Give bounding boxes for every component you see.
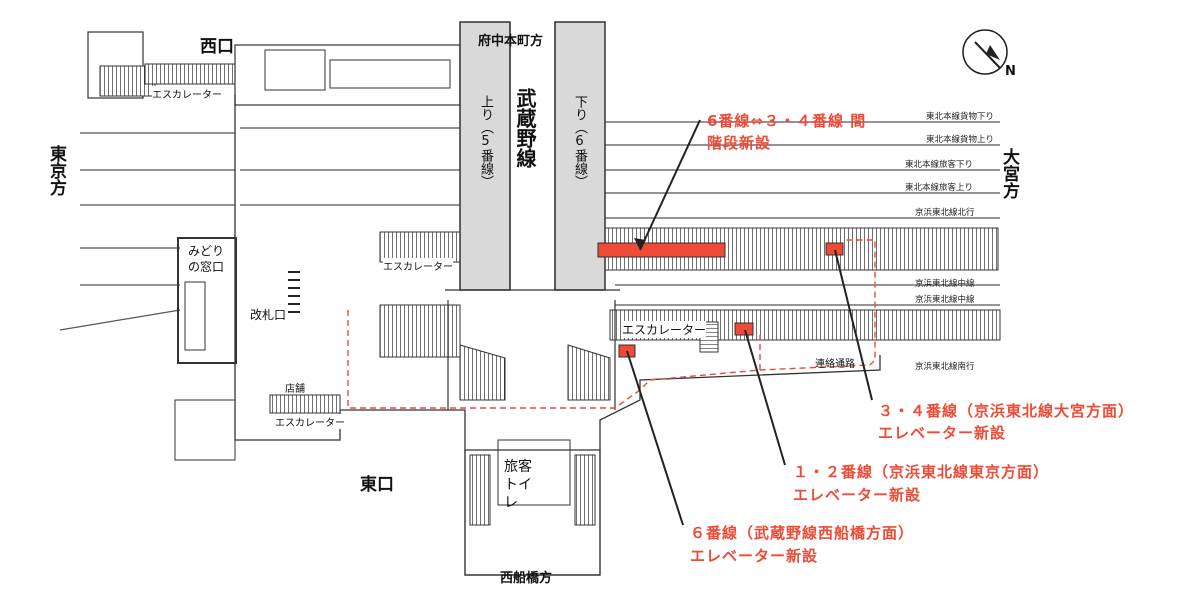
compass — [962, 29, 1008, 75]
fuchu-direction-label: 府中本町方 — [478, 34, 544, 49]
musashino-line-label: 武蔵野線 — [513, 88, 537, 168]
escalator-label-2: エスカレーター — [383, 258, 453, 273]
elevator-12-annotation-line1: １・２番線（京浜東北線東京方面） — [793, 463, 1050, 481]
escalator-label-1: エスカレーター — [152, 86, 222, 101]
north-label: N — [1005, 64, 1016, 79]
west-exit-label: 西口 — [200, 37, 234, 57]
nishifunabashi-direction-label: 西船橋方 — [500, 571, 553, 586]
east-exit-label: 東口 — [360, 475, 394, 495]
ticket-office-label: みどりの窓口 — [188, 244, 225, 274]
track-label: 東北本線旅客下り — [905, 160, 974, 170]
track-label: 東北本線旅客上り — [905, 183, 974, 193]
escalator-label-4: エスカレーター — [275, 414, 345, 429]
stairs-new-marker — [597, 242, 726, 258]
elevator-12-marker — [734, 322, 754, 336]
tokyo-direction-label: 東京方 — [46, 145, 66, 196]
track-label: 東北本線貨物上り — [926, 135, 995, 145]
elevator-6-annotation-line2: エレベーター新設 — [690, 547, 819, 565]
left-tracks — [59, 132, 235, 331]
omiya-direction-label: 大宮方 — [999, 148, 1019, 199]
stairs-annotation-line1: 6番線⇔３・４番線 間 — [707, 112, 867, 130]
ticket-gate-label: 改札口 — [250, 308, 287, 322]
toilet-label: 旅客トイレ — [504, 459, 532, 511]
track-label: 京浜東北線中線 — [915, 279, 975, 289]
musashino-down-label: 下り（6番線） — [572, 95, 587, 188]
escalator-label-3: エスカレーター — [622, 321, 707, 338]
elevator-34-marker — [825, 242, 844, 256]
musashino-up-label: 上り（5番線） — [478, 95, 493, 188]
elevator-12-annotation-line2: エレベーター新設 — [793, 486, 922, 504]
stairs-annotation-line2: 階段新設 — [707, 134, 772, 152]
elevator-6-annotation-line1: ６番線（武蔵野線西船橋方面） — [690, 524, 915, 542]
elevator-34-annotation-line1: ３・４番線（京浜東北線大宮方面） — [878, 402, 1135, 420]
right-tracks — [240, 121, 1000, 306]
track-label: 東北本線貨物下り — [926, 112, 995, 122]
shop-label: 店舗 — [285, 384, 305, 395]
track-label: 京浜東北線北行 — [915, 208, 975, 218]
track-label: 京浜東北線中線 — [915, 295, 975, 305]
elevator-34-annotation-line2: エレベーター新設 — [878, 424, 1007, 442]
track-label: 京浜東北線南行 — [915, 362, 975, 372]
passage-label: 連絡通路 — [815, 359, 855, 370]
